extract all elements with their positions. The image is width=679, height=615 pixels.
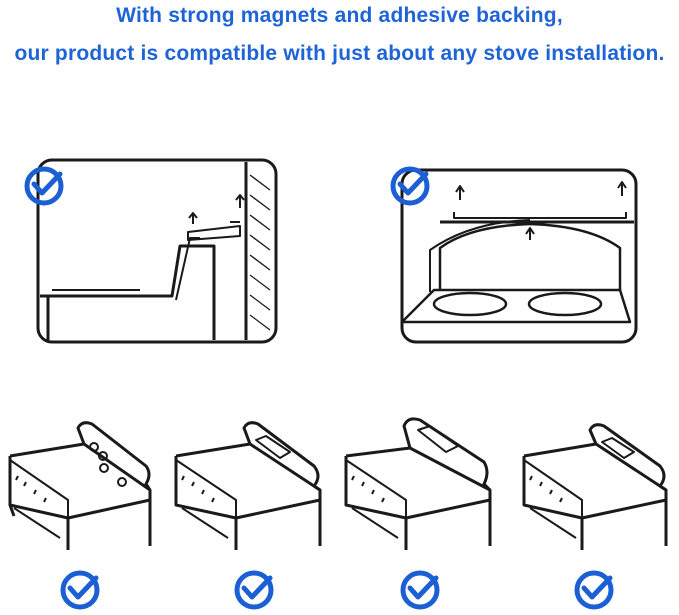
check-mark — [31, 171, 63, 196]
check-icon — [234, 570, 274, 610]
install-diagram-wall — [36, 158, 278, 344]
check-mark — [397, 171, 429, 196]
check-icon — [390, 166, 430, 206]
stove-illustration-low-panel — [522, 423, 668, 550]
stove-illustration-tilted-panel — [344, 417, 492, 550]
stove-illustration-knobs — [8, 421, 152, 550]
check-icon — [60, 570, 100, 610]
check-mark — [581, 575, 613, 600]
headline-line-1: With strong magnets and adhesive backing… — [116, 4, 563, 27]
headline-line-2: our product is compatible with just abou… — [14, 42, 665, 65]
check-mark — [67, 575, 99, 600]
check-icon — [574, 570, 614, 610]
check-icon — [400, 570, 440, 610]
check-mark — [407, 575, 439, 600]
check-mark — [241, 575, 273, 600]
install-diagram-hood — [400, 168, 638, 344]
check-icon — [24, 166, 64, 206]
stove-illustration-display — [174, 421, 322, 550]
